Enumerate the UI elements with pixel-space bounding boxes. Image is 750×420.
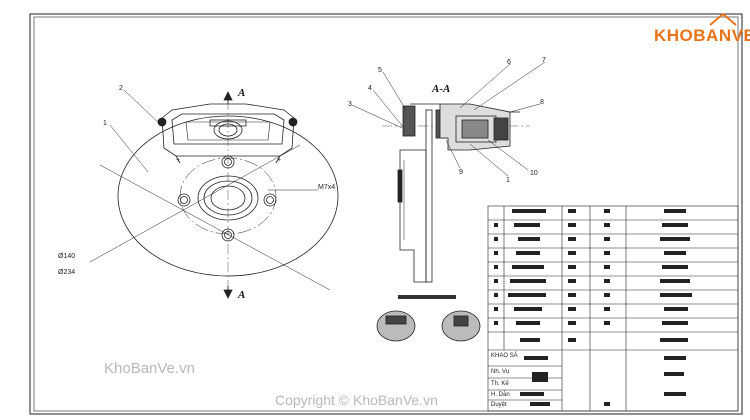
outer-frame (29, 13, 743, 415)
brand-roof-icon (708, 12, 738, 31)
part-label-8: 8 (540, 99, 544, 106)
section-title: A-A (431, 83, 450, 95)
brake-disc-outline (117, 115, 339, 277)
title-block-row-0: KHAO SÁ (491, 353, 518, 359)
title-block-fill (494, 209, 692, 406)
hub-mid (203, 180, 253, 216)
svg-text:+: + (277, 157, 281, 164)
title-block-row-3: H. Dẫn (491, 392, 510, 398)
section-mark-top: A (237, 87, 245, 99)
hub-outer (197, 175, 259, 221)
title-block-row-4: Duyệt (491, 402, 507, 408)
bolt-hole (263, 193, 277, 207)
diameter-140: Ø140 (58, 253, 75, 260)
diameter-234: Ø234 (58, 269, 75, 276)
bolt-hole (221, 228, 235, 242)
title-block-row-1: Nh. Vụ (491, 369, 510, 375)
part-label-6: 6 (507, 59, 511, 66)
inner-frame (33, 16, 739, 412)
part-label-7: 7 (542, 57, 546, 64)
brand-logo: KHOBANVE (654, 26, 750, 45)
title-block-row-2: Th. Kế (491, 381, 509, 387)
hub-inner (210, 185, 246, 211)
section-view (351, 61, 546, 283)
caliper-body (161, 103, 295, 157)
part-label-9: 9 (459, 169, 463, 176)
title-block (487, 205, 739, 412)
part-label-3: 3 (348, 101, 352, 108)
part-label-2: 2 (119, 85, 123, 92)
part-label-1b: 1 (506, 177, 510, 184)
bolt-hole (177, 193, 191, 207)
detail-sections (376, 295, 481, 342)
part-label-4: 4 (368, 85, 372, 92)
section-mark-bottom: A (237, 289, 245, 301)
watermark-bottom: Copyright © KhoBanVe.vn (275, 392, 438, 408)
part-label-5: 5 (378, 67, 382, 74)
watermark-left: KhoBanVe.vn (104, 360, 195, 377)
part-label-1: 1 (103, 120, 107, 127)
thread-dimension: M7x4 (318, 184, 335, 191)
svg-text:+: + (176, 157, 180, 164)
part-label-10: 10 (530, 170, 538, 177)
front-view: + + (89, 89, 339, 299)
